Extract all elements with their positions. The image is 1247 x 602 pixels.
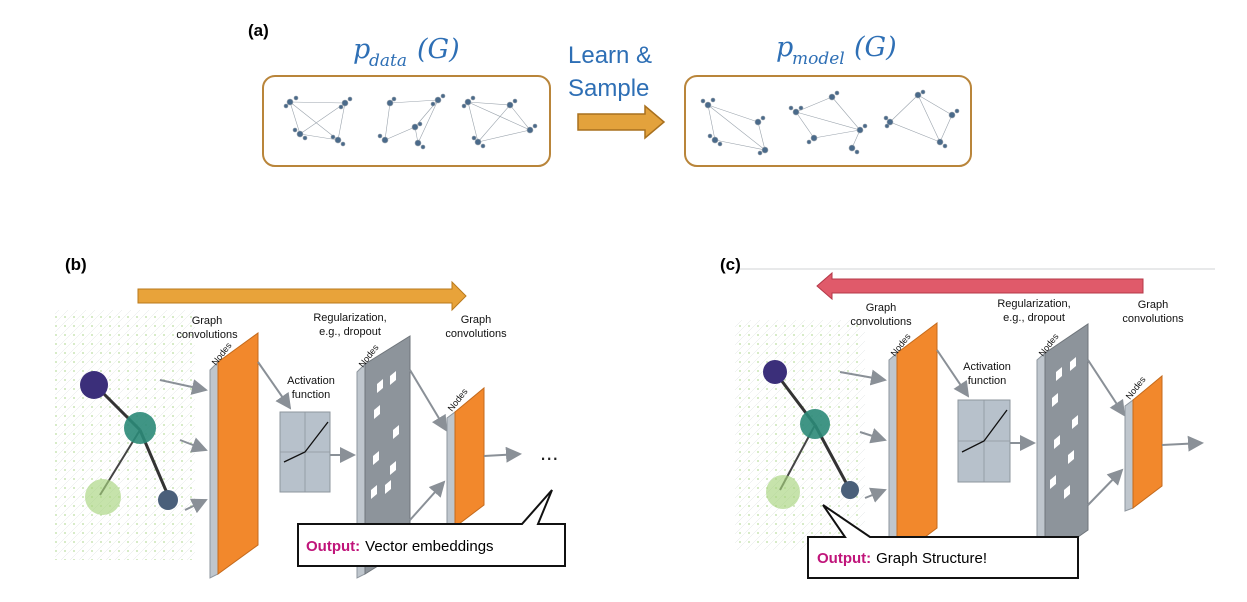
edge-b-3: [184, 498, 208, 514]
input-graph-c: [735, 320, 865, 550]
graph-conv-layer-2-b: Nodes: [446, 386, 485, 531]
edge-c-1: [839, 369, 887, 386]
regularization-line2-c: e.g., dropout: [1003, 312, 1065, 324]
learn-sample-arrow: [577, 104, 666, 140]
output-callout-b: [297, 489, 566, 567]
edge-b-2: [179, 437, 208, 453]
activation-function-box-c: [957, 399, 1011, 483]
edge-b-6: [409, 369, 448, 432]
panel-b: (b) Graph convolutions Nodes Activat: [55, 255, 566, 579]
graph-conv-1-line1-c: Graph: [866, 302, 897, 314]
continuation-ellipsis: ...: [540, 440, 558, 465]
edge-b-8: [483, 446, 522, 463]
edge-c-4: [936, 349, 970, 398]
regularization-line1-c: Regularization,: [997, 298, 1070, 310]
regularization-line2-b: e.g., dropout: [319, 326, 381, 338]
dropout-layer-c: Nodes: [1036, 323, 1089, 565]
p-data-subscript: data: [369, 51, 407, 71]
graph-conv-2-line1-c: Graph: [1138, 299, 1169, 311]
edge-c-2: [859, 428, 887, 444]
graph-conv-layer-1-c: Nodes: [888, 322, 938, 563]
edge-c-6: [1087, 359, 1126, 417]
input-graph-b: [55, 310, 195, 560]
graph-conv-2-line2-b: convolutions: [445, 328, 507, 340]
regularization-line1-b: Regularization,: [313, 312, 386, 324]
graph-conv-1-line1-b: Graph: [192, 315, 223, 327]
data-graphs-box: [262, 75, 551, 167]
model-graphs-box: [684, 75, 972, 167]
p-data-arg: (G): [417, 34, 460, 65]
forward-direction-arrow: [137, 280, 467, 312]
graph-conv-2-line1-b: Graph: [461, 314, 492, 326]
data-graph-sample-1: [283, 95, 353, 147]
p-data-base: p: [353, 34, 370, 65]
edge-c-3: [864, 487, 887, 503]
data-graph-sample-3: [461, 95, 538, 149]
p-model-arg: (G): [854, 32, 897, 63]
graph-conv-layer-1-b: Nodes: [209, 332, 259, 579]
model-graph-sample-2: [788, 90, 868, 155]
p-model-subscript: model: [792, 49, 845, 69]
graph-conv-2-line2-c: convolutions: [1122, 313, 1184, 325]
sample-label: Sample: [568, 75, 649, 102]
model-graph-sample-3: [883, 89, 960, 149]
edge-c-7: [1087, 468, 1124, 506]
panel-b-label: (b): [65, 255, 87, 274]
panel-c: (c) Graph convolutions Nodes Activat: [720, 255, 1215, 579]
panel-a: (a) p data (G): [248, 21, 972, 167]
dropout-layer-b: Nodes: [356, 335, 411, 579]
activation-function-box-b: [279, 411, 331, 493]
p-model-base: p: [776, 32, 793, 63]
graph-conv-1-line2-b: convolutions: [176, 329, 238, 341]
activation-line1-b: Activation: [287, 375, 335, 387]
edge-b-1: [159, 379, 208, 395]
output-text-c: Output:Graph Structure!: [817, 550, 987, 567]
activation-line2-b: function: [292, 389, 331, 401]
backward-direction-arrow: [816, 271, 1144, 301]
edge-b-7: [409, 480, 446, 521]
activation-line2-c: function: [968, 375, 1007, 387]
panel-a-label: (a): [248, 21, 269, 40]
learn-label: Learn &: [568, 42, 652, 69]
output-text-b: Output:Vector embeddings: [306, 538, 494, 555]
model-graph-sample-1: [700, 97, 769, 156]
edge-b-4: [257, 361, 292, 410]
activation-line1-c: Activation: [963, 361, 1011, 373]
panel-c-label: (c): [720, 255, 741, 274]
output-callout-c: [807, 504, 1079, 579]
graph-conv-1-line2-c: convolutions: [850, 316, 912, 328]
edge-c-8: [1161, 435, 1204, 452]
data-graph-sample-2: [377, 93, 446, 150]
graph-conv-layer-2-c: Nodes: [1124, 374, 1163, 512]
